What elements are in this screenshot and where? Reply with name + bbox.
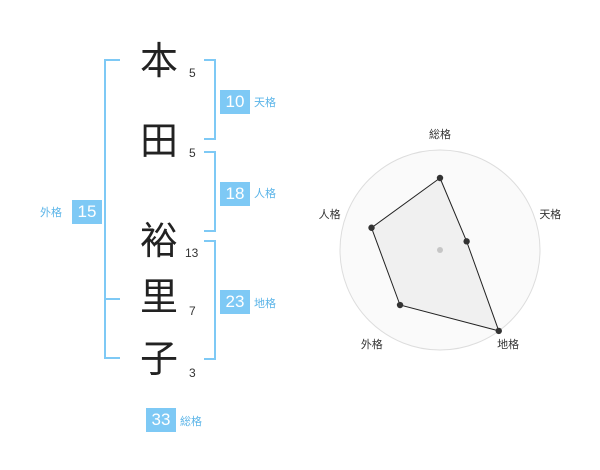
name-char-2: 田 — [139, 119, 178, 163]
chikaku-badge: 23 — [220, 290, 250, 314]
name-char-4: 里 — [139, 275, 178, 319]
name-char-3: 裕 — [139, 219, 178, 263]
stroke-count-5: 3 — [189, 366, 196, 380]
jinkaku-bracket-vertical — [214, 151, 216, 232]
tenkaku-badge: 10 — [220, 90, 250, 114]
radar-point-0 — [436, 174, 444, 182]
radar-axis-label-1: 天格 — [539, 207, 561, 221]
soukaku-label: 総格 — [180, 415, 202, 428]
stroke-count-3: 13 — [185, 246, 199, 260]
jinkaku-label: 人格 — [254, 187, 276, 200]
radar-point-3 — [396, 301, 404, 309]
radar-points — [368, 174, 502, 335]
gaikaku-bracket-vertical — [104, 59, 106, 359]
name-char-5: 子 — [139, 337, 178, 381]
jinkaku-bracket-top — [204, 151, 216, 153]
radar-point-4 — [368, 224, 375, 231]
tenkaku-label: 天格 — [254, 96, 276, 109]
radar-axis-label-3: 外格 — [361, 337, 383, 351]
stroke-count-4: 7 — [189, 304, 196, 318]
chikaku-bracket-vertical — [214, 240, 216, 360]
soukaku-badge: 33 — [146, 408, 176, 432]
radar-point-2 — [495, 327, 502, 335]
radar-area — [370, 177, 500, 332]
jinkaku-badge: 18 — [220, 182, 250, 206]
name-char-1: 本 — [139, 39, 178, 83]
gaikaku-bracket-bottom — [104, 357, 120, 359]
tenkaku-bracket-bottom — [204, 138, 216, 140]
radar-point-1 — [463, 238, 470, 245]
radar-axis-label-0: 総格 — [429, 127, 451, 141]
tenkaku-bracket-vertical — [214, 59, 216, 140]
radar-axis-label-2: 地格 — [497, 337, 519, 351]
radar-grid — [339, 149, 541, 351]
chikaku-label: 地格 — [254, 297, 276, 310]
tenkaku-bracket-top — [204, 59, 216, 61]
radar-center-dot — [437, 247, 443, 253]
gaikaku-label: 外格 — [40, 206, 62, 219]
chikaku-bracket-bottom — [204, 358, 216, 360]
chikaku-bracket-top — [204, 240, 216, 242]
jinkaku-bracket-bottom — [204, 230, 216, 232]
gaikaku-bracket-divider — [104, 298, 120, 300]
stroke-count-1: 5 — [189, 66, 196, 80]
gaikaku-badge: 15 — [72, 200, 102, 224]
radar-axis-label-4: 人格 — [319, 207, 341, 221]
gaikaku-bracket-top — [104, 59, 120, 61]
stroke-count-2: 5 — [189, 146, 196, 160]
